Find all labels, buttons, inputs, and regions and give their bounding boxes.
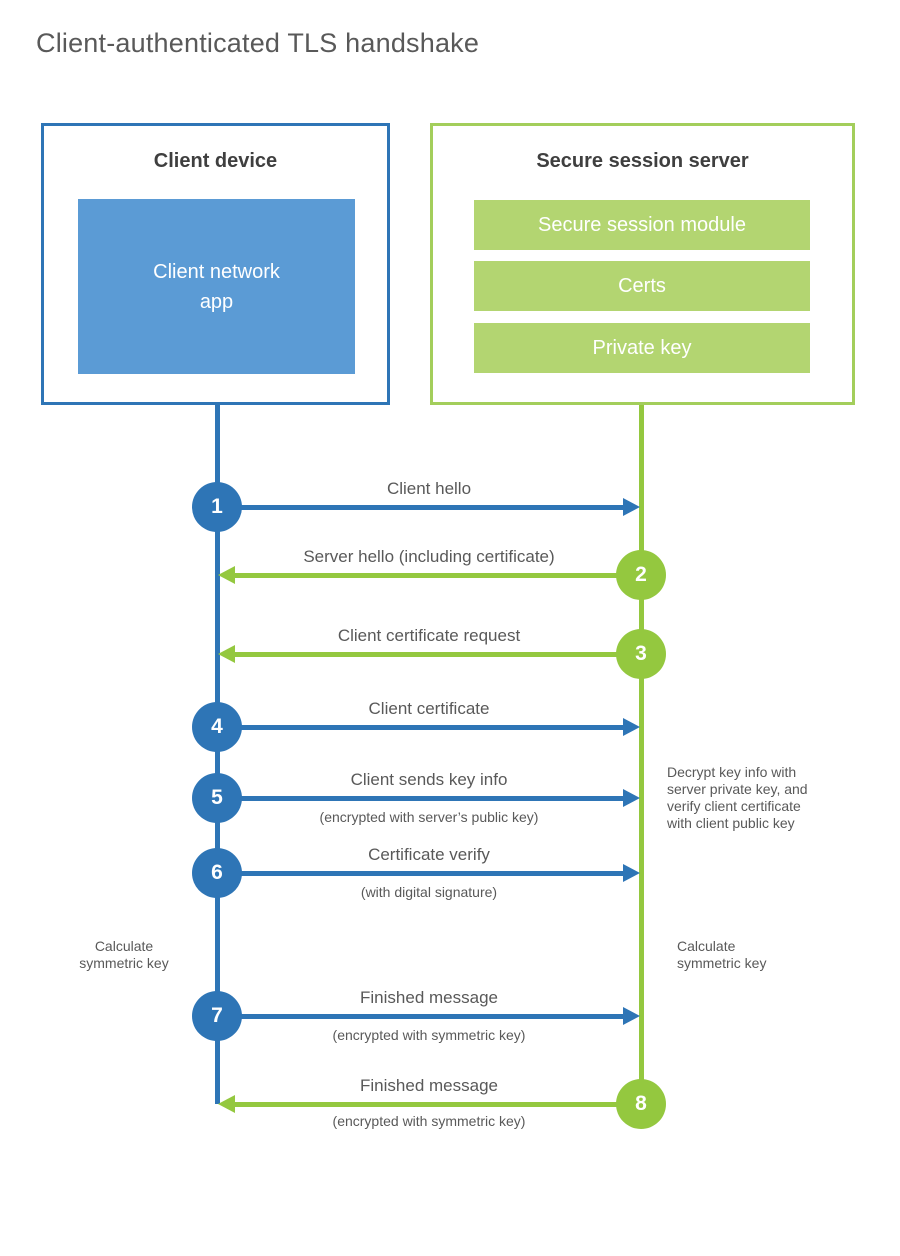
message-label: Finished message (360, 988, 498, 1007)
message-sublabel: (with digital signature) (360, 884, 498, 900)
message-line (234, 573, 641, 578)
arrow-right-icon (623, 498, 640, 516)
message-line (217, 505, 624, 510)
arrow-left-icon (218, 645, 235, 663)
message-line (217, 725, 624, 730)
server-certs-label: Certs (618, 274, 666, 297)
step-circle-3: 3 (616, 629, 666, 679)
step-number: 5 (211, 786, 223, 809)
message-line (234, 652, 641, 657)
arrow-right-icon (623, 864, 640, 882)
message-line (217, 1014, 624, 1019)
server-private-key-label: Private key (592, 336, 692, 359)
message-label: Certificate verify (368, 845, 490, 864)
note-calculate-symmetric-key-client: Calculate symmetric key (79, 938, 169, 971)
message-line (234, 1102, 641, 1107)
server-title: Secure session server (536, 150, 749, 172)
client-network-app-box: Client network app (78, 199, 355, 374)
message-line (217, 871, 624, 876)
message-sublabel: (encrypted with symmetric key) (332, 1027, 526, 1043)
server-lifeline (639, 405, 644, 1104)
step-circle-8: 8 (616, 1079, 666, 1129)
message-sublabel: (encrypted with server’s public key) (319, 809, 539, 825)
message-label: Server hello (including certificate) (303, 547, 555, 566)
server-module-label: Secure session module (538, 213, 746, 236)
page-title: Client-authenticated TLS handshake (36, 28, 480, 58)
step-number: 1 (211, 495, 223, 518)
arrow-left-icon (218, 566, 235, 584)
step-number: 7 (211, 1004, 223, 1027)
client-device-title: Client device (153, 150, 278, 172)
message-label: Client certificate (368, 699, 490, 718)
message-label: Client hello (386, 479, 472, 498)
arrow-right-icon (623, 789, 640, 807)
message-label: Client sends key info (350, 770, 508, 789)
step-circle-7: 7 (192, 991, 242, 1041)
client-lifeline (215, 405, 220, 1104)
step-number: 8 (635, 1092, 647, 1115)
arrow-left-icon (218, 1095, 235, 1113)
step-number: 4 (211, 715, 223, 738)
step-circle-6: 6 (192, 848, 242, 898)
step-number: 3 (635, 642, 647, 665)
arrow-right-icon (623, 718, 640, 736)
server-module-bar: Secure session module (474, 200, 810, 250)
message-line (217, 796, 624, 801)
message-sublabel: (encrypted with symmetric key) (332, 1113, 526, 1129)
server-certs-bar: Certs (474, 261, 810, 311)
arrow-right-icon (623, 1007, 640, 1025)
message-label: Client certificate request (337, 626, 521, 645)
step-circle-4: 4 (192, 702, 242, 752)
step-number: 6 (211, 861, 223, 884)
server-private-key-bar: Private key (474, 323, 810, 373)
client-network-app-label: Client network app (153, 260, 280, 313)
message-label: Finished message (360, 1076, 498, 1095)
step-circle-1: 1 (192, 482, 242, 532)
step-circle-2: 2 (616, 550, 666, 600)
step-circle-5: 5 (192, 773, 242, 823)
step-number: 2 (635, 563, 647, 586)
note-decrypt-key-info: Decrypt key info with server private key… (667, 764, 808, 831)
note-calculate-symmetric-key-server: Calculate symmetric key (677, 938, 767, 971)
